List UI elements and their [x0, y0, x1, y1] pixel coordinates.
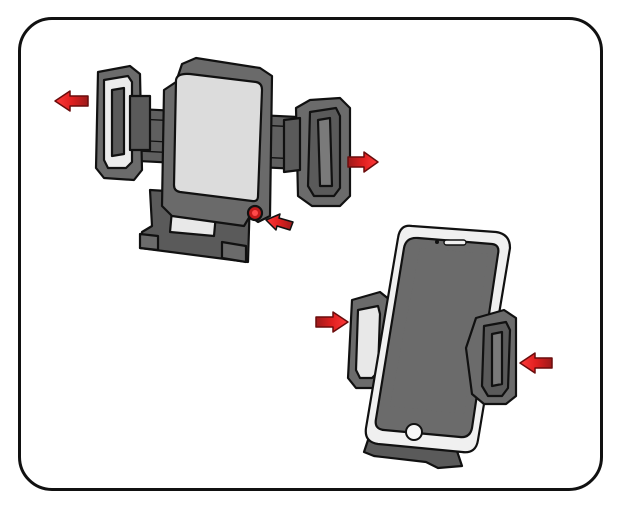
home-button-icon — [405, 423, 423, 441]
holder-left-arm — [94, 64, 152, 182]
smartphone — [364, 224, 512, 454]
holder-right-arm — [282, 96, 352, 208]
earpiece-icon — [443, 239, 467, 246]
arrow-left-expand-icon — [54, 90, 89, 112]
arrow-left-clamp-icon — [315, 311, 349, 333]
release-button — [246, 204, 264, 222]
arrow-press-release-icon — [265, 213, 294, 231]
phone-holder-open-icon — [94, 56, 352, 264]
holder-back-plate — [160, 56, 274, 228]
arrow-right-clamp-icon — [519, 352, 553, 374]
arrow-right-expand-icon — [347, 151, 379, 173]
front-camera-icon — [435, 240, 439, 244]
phone-holder-clamped-icon — [346, 224, 518, 470]
holder-right-clamp — [464, 308, 518, 406]
